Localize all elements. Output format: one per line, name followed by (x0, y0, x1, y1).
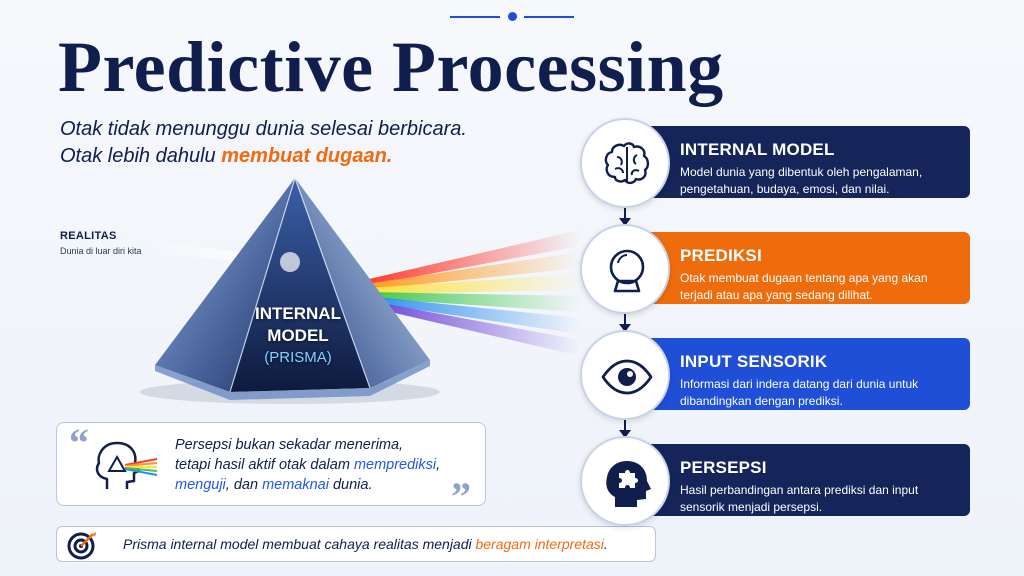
connector-3 (624, 420, 626, 434)
prism-illustration (140, 177, 580, 404)
subtitle-line-2: Otak lebih dahulu membuat dugaan. (60, 143, 467, 170)
subtitle: Otak tidak menunggu dunia selesai berbic… (60, 116, 467, 170)
ray-orange (365, 252, 580, 290)
step-bar (622, 338, 970, 410)
deco-line-left (450, 16, 500, 18)
top-decoration (450, 12, 574, 22)
crystal-ball-icon (609, 249, 645, 293)
process-steps: INTERNAL MODEL Model dunia yang dibentuk… (580, 118, 980, 528)
quote-hl-memprediksi: memprediksi (353, 457, 437, 473)
ray-green (365, 292, 580, 312)
takeaway-highlight: beragam interpretasi (475, 536, 604, 552)
quote-text: Persepsi bukan sekadar menerima, tetapi … (175, 435, 475, 495)
quote-close-icon: ” (451, 474, 471, 519)
ray-violet (365, 300, 580, 356)
step-description: Hasil perbandingan antara prediksi dan i… (680, 483, 919, 514)
brain-icon (604, 142, 650, 185)
takeaway-text-post: . (603, 536, 608, 552)
step-description: Otak membuat dugaan tentang apa yang aka… (680, 271, 928, 302)
step-bar (622, 444, 970, 516)
deco-dot (508, 12, 517, 21)
step-heading: INPUT SENSORIK (680, 352, 828, 371)
realitas-title: REALITAS (60, 230, 117, 242)
quote-hl-memaknai: memaknai (262, 477, 329, 493)
quote-hl-menguji: menguji (175, 477, 226, 493)
quote-line-3-mid: , dan (225, 477, 263, 493)
arrow-down-icon (619, 218, 631, 226)
arrow-down-icon (619, 324, 631, 332)
step-icon-circle (580, 224, 670, 314)
step-bar (622, 126, 970, 198)
step-bar (622, 232, 970, 304)
quote-line-2-post: , (436, 457, 441, 473)
takeaway-text-pre: Prisma internal model membuat cahaya rea… (123, 536, 476, 552)
head-puzzle-icon (606, 461, 651, 507)
quote-box: “ Persepsi bukan sekadar menerima, tetap… (56, 420, 486, 519)
step-prediksi: PREDIKSI Otak membuat dugaan tentang apa… (580, 224, 970, 314)
step-heading: INTERNAL MODEL (680, 140, 835, 159)
ray-yellow (365, 274, 580, 294)
head-prism-icon (95, 441, 158, 489)
step-description: Model dunia yang dibentuk oleh pengalama… (680, 165, 923, 196)
connector-1 (624, 208, 626, 222)
prism-label: INTERNAL MODEL (PRISMA) (243, 303, 353, 369)
step-persepsi: PERSEPSI Hasil perbandingan antara predi… (580, 436, 970, 526)
quote-line-3: menguji, dan memaknai dunia. (175, 475, 475, 495)
arrow-down-icon (619, 430, 631, 438)
connector-2 (624, 314, 626, 328)
step-heading: PERSEPSI (680, 458, 767, 477)
step-icon-circle (580, 118, 670, 208)
prism-label-line-2: MODEL (267, 326, 329, 345)
eye-icon (601, 359, 653, 395)
realitas-caption: Dunia di luar diri kita (60, 246, 142, 256)
quote-line-1: Persepsi bukan sekadar menerima, (175, 437, 404, 453)
takeaway-box: Prisma internal model membuat cahaya rea… (56, 526, 656, 562)
deco-line-right (524, 16, 574, 18)
quote-open-icon: “ (69, 420, 89, 465)
target-icon (67, 532, 96, 560)
step-internal-model: INTERNAL MODEL Model dunia yang dibentuk… (580, 118, 970, 208)
page-title: Predictive Processing (58, 27, 724, 107)
step-icon-circle (580, 330, 670, 420)
prism-label-line-1: INTERNAL (255, 304, 341, 323)
step-icon-circle (580, 436, 670, 526)
step-heading: PREDIKSI (680, 246, 762, 265)
ray-red (365, 230, 580, 286)
quote-line-2: tetapi hasil aktif otak dalam memprediks… (175, 455, 475, 475)
prism-face-left (155, 178, 295, 392)
quote-line-2-pre: tetapi hasil aktif otak dalam (175, 457, 354, 473)
takeaway-text: Prisma internal model membuat cahaya rea… (123, 536, 608, 552)
prism-face-right (295, 178, 430, 388)
subtitle-line-2-text: Otak lebih dahulu (60, 145, 222, 167)
prism-label-sub: (PRISMA) (264, 349, 332, 366)
quote-line-3-post: dunia. (328, 477, 373, 493)
prism-face-front (230, 178, 370, 392)
subtitle-highlight: membuat dugaan. (221, 145, 393, 167)
step-description: Informasi dari indera datang dari dunia … (680, 377, 919, 408)
realitas-label: REALITAS Dunia di luar diri kita (60, 230, 142, 256)
subtitle-line-1: Otak tidak menunggu dunia selesai berbic… (60, 118, 467, 140)
ray-blue (365, 296, 580, 334)
step-input-sensorik: INPUT SENSORIK Informasi dari indera dat… (580, 330, 970, 420)
